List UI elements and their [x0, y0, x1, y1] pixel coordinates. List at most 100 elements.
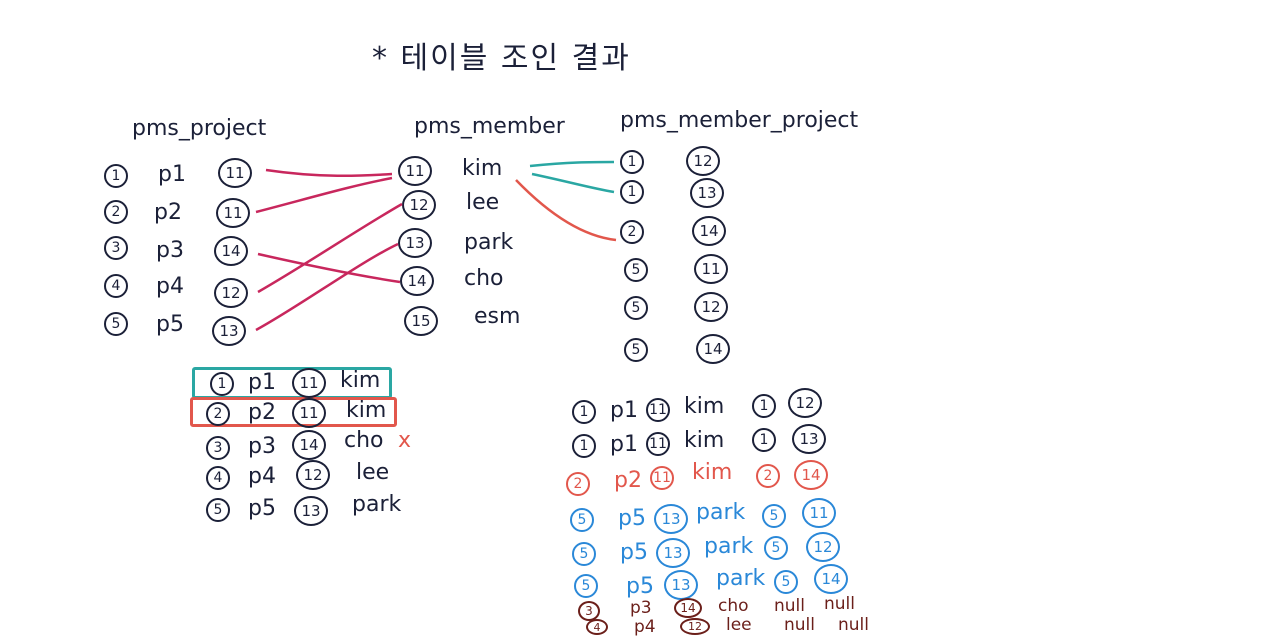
result2-mname-cell: park — [696, 500, 746, 525]
member-name-cell: park — [464, 230, 514, 255]
result2-no-cell: 3 — [578, 601, 600, 621]
project-no-cell: 2 — [104, 200, 128, 224]
result2-mno-cell: 11 — [650, 466, 674, 490]
result2-pno-cell: 1 — [752, 394, 776, 418]
exclude-mark: x — [398, 428, 412, 453]
result2-pno-cell: null — [774, 596, 805, 616]
project-member-cell: 11 — [218, 158, 252, 188]
result-name-cell: p5 — [248, 496, 276, 521]
member-name-cell: lee — [466, 190, 500, 215]
result2-pno-cell: 2 — [756, 464, 780, 488]
project-member-cell: 13 — [212, 316, 246, 346]
project-no-cell: 5 — [104, 312, 128, 336]
result2-pno-cell: 5 — [762, 504, 786, 528]
result-mno-cell: 13 — [294, 496, 328, 526]
result2-mname-cell: park — [716, 566, 766, 591]
result-no-cell: 5 — [206, 498, 230, 522]
result-no-cell: 4 — [206, 466, 230, 490]
result-no-cell: 2 — [206, 402, 230, 426]
result2-pno-cell: 5 — [764, 536, 788, 560]
result2-mno-cell: 14 — [674, 598, 702, 618]
project-name-cell: p4 — [156, 274, 184, 299]
result2-pno-cell: 5 — [774, 570, 798, 594]
result2-name-cell: p5 — [626, 574, 654, 599]
result2-mno-cell: 13 — [664, 570, 698, 600]
member-no-cell: 15 — [404, 306, 438, 336]
result2-no-cell: 5 — [572, 542, 596, 566]
project-no-cell: 4 — [104, 274, 128, 298]
mp-project-no-cell: 5 — [624, 338, 648, 362]
project-member-cell: 14 — [214, 236, 248, 266]
result2-mno-cell: 13 — [656, 538, 690, 568]
mp-project-no-cell: 5 — [624, 258, 648, 282]
mp-project-no-cell: 5 — [624, 296, 648, 320]
result2-mno-cell: 11 — [646, 398, 670, 422]
result2-name-cell: p5 — [620, 540, 648, 565]
result2-no-cell: 5 — [570, 508, 594, 532]
result2-mname-cell: cho — [718, 596, 749, 616]
result-no-cell: 3 — [206, 436, 230, 460]
mp-project-no-cell: 2 — [620, 220, 644, 244]
pms-project-header: pms_project — [132, 116, 267, 141]
member-name-cell: esm — [474, 304, 521, 329]
member-name-cell: kim — [462, 156, 503, 181]
result-mno-cell: 11 — [292, 398, 326, 428]
result-mno-cell: 12 — [296, 460, 330, 490]
connector-line — [257, 202, 403, 294]
result-name-cell: p2 — [248, 400, 276, 425]
result2-mname-cell: kim — [684, 394, 725, 419]
mp-member-no-cell: 11 — [694, 254, 728, 284]
connector-line — [265, 168, 393, 178]
result2-mname-cell: lee — [726, 615, 752, 635]
connector-line — [257, 252, 401, 284]
result2-mname-cell: kim — [684, 428, 725, 453]
result2-mno-cell: 12 — [680, 618, 710, 635]
result-mno-cell: 14 — [292, 430, 326, 460]
project-name-cell: p1 — [158, 162, 186, 187]
result2-mno2-cell: 14 — [814, 564, 848, 594]
result2-pno-cell: null — [784, 615, 815, 635]
mp-project-no-cell: 1 — [620, 150, 644, 174]
result-mname-cell: lee — [356, 460, 390, 485]
result2-mno2-cell: 12 — [788, 388, 822, 418]
result2-no-cell: 5 — [574, 574, 598, 598]
result2-mno2-cell: 11 — [802, 498, 836, 528]
project-no-cell: 3 — [104, 236, 128, 260]
result-mname-cell: kim — [340, 368, 381, 393]
result2-no-cell: 2 — [566, 472, 590, 496]
mp-member-no-cell: 12 — [694, 292, 728, 322]
member-no-cell: 13 — [398, 228, 432, 258]
mp-member-no-cell: 12 — [686, 146, 720, 176]
connector-line — [531, 172, 615, 194]
result2-mname-cell: kim — [692, 460, 733, 485]
mp-member-no-cell: 13 — [690, 178, 724, 208]
result2-name-cell: p5 — [618, 506, 646, 531]
result2-mname-cell: park — [704, 534, 754, 559]
project-name-cell: p2 — [154, 200, 182, 225]
result2-mno-cell: 11 — [646, 432, 670, 456]
result-name-cell: p1 — [248, 370, 276, 395]
project-no-cell: 1 — [104, 164, 128, 188]
result2-mno-cell: 13 — [654, 504, 688, 534]
mp-project-no-cell: 1 — [620, 180, 644, 204]
result2-name-cell: p1 — [610, 432, 638, 457]
member-no-cell: 12 — [402, 190, 436, 220]
connector-line — [255, 242, 399, 332]
connector-line — [529, 160, 615, 168]
result2-name-cell: p4 — [634, 617, 656, 637]
project-member-cell: 11 — [216, 198, 250, 228]
connector-line — [515, 179, 617, 242]
project-member-cell: 12 — [214, 278, 248, 308]
result-mno-cell: 11 — [292, 368, 326, 398]
result2-name-cell: p2 — [614, 468, 642, 493]
mp-member-no-cell: 14 — [692, 216, 726, 246]
pms-member-header: pms_member — [414, 114, 565, 139]
result2-mno2-cell: 12 — [806, 532, 840, 562]
result-name-cell: p4 — [248, 464, 276, 489]
result-mname-cell: kim — [346, 398, 387, 423]
project-name-cell: p3 — [156, 238, 184, 263]
result-mname-cell: cho — [344, 428, 384, 453]
result-name-cell: p3 — [248, 434, 276, 459]
